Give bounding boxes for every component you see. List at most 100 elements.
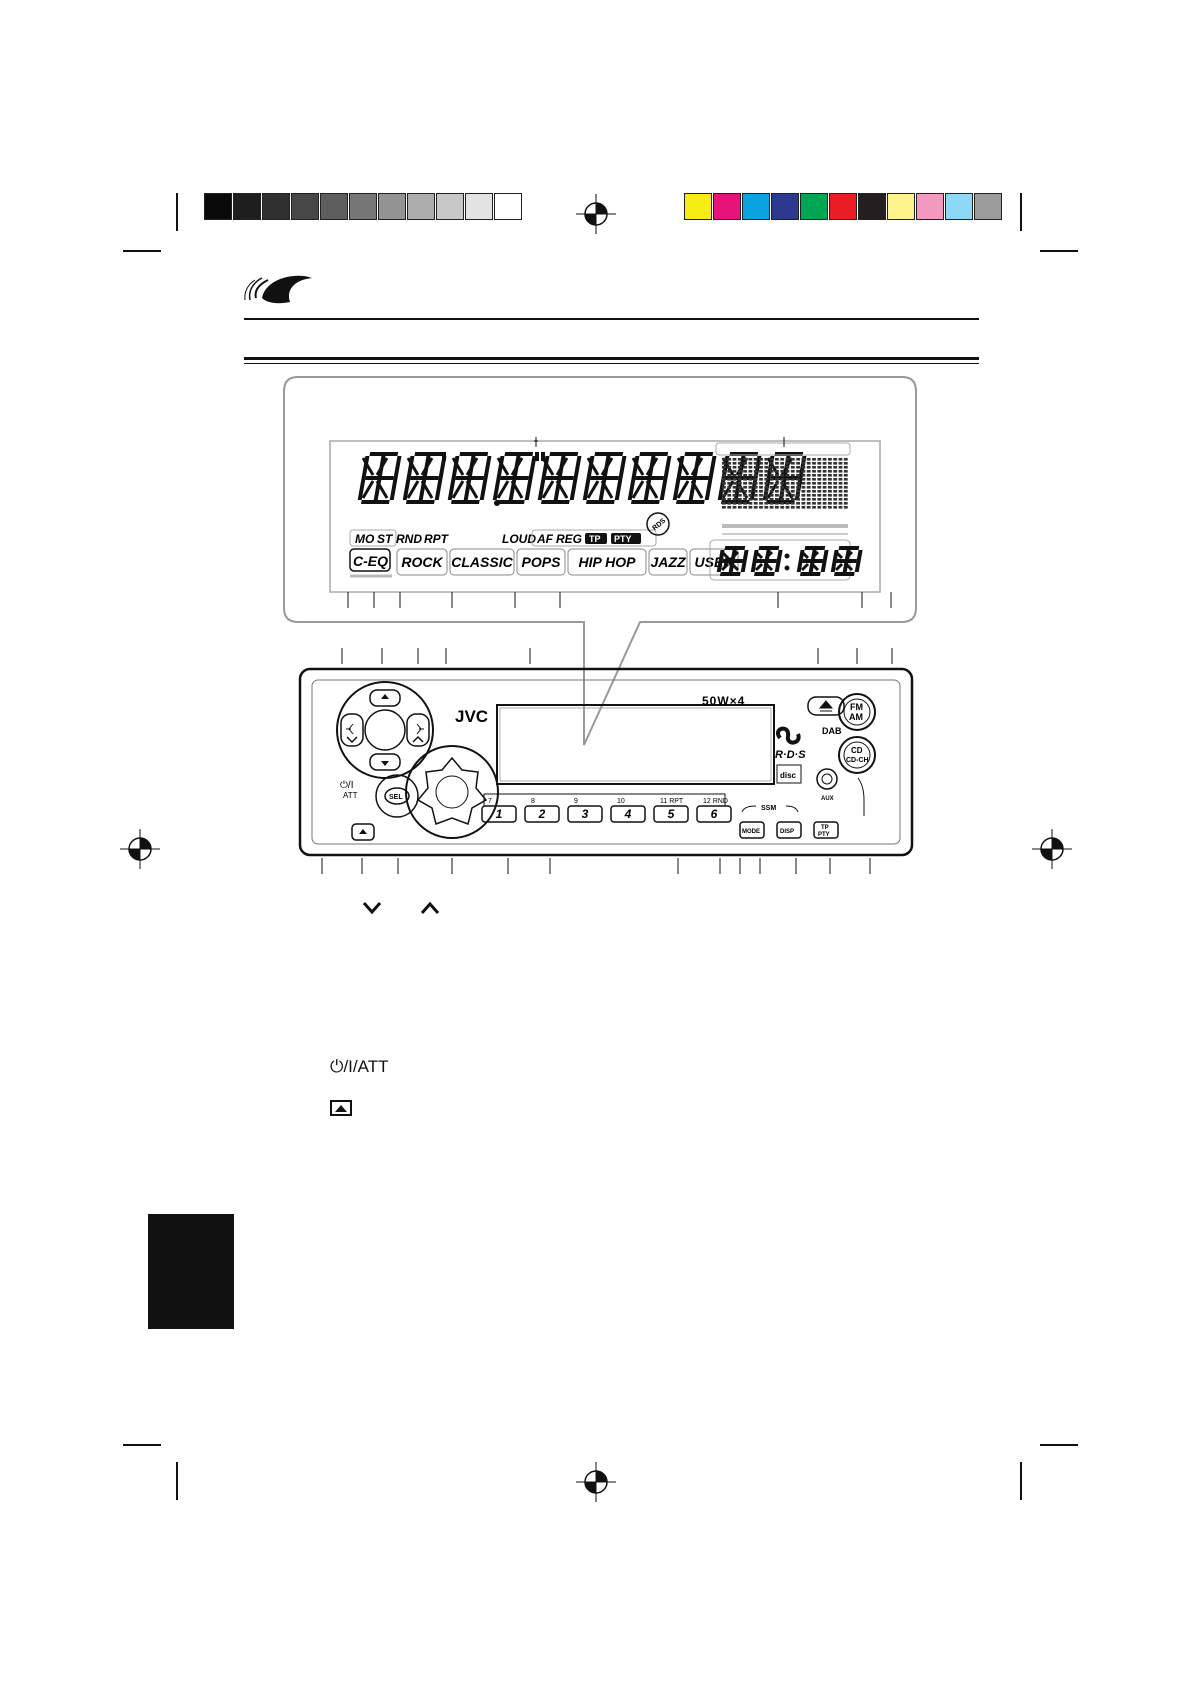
matrix-dot <box>748 462 753 465</box>
segment-char <box>627 452 672 504</box>
matrix-dot <box>759 462 763 465</box>
matrix-dot <box>806 470 811 473</box>
seek-forward-icon <box>416 723 424 735</box>
matrix-dot <box>838 462 843 465</box>
matrix-dot <box>822 478 827 481</box>
matrix-dot <box>727 502 732 505</box>
svg-text:PTY: PTY <box>818 832 830 838</box>
eq-mode-box <box>396 548 448 576</box>
registration-target-bottom <box>576 1462 616 1502</box>
volume-knob <box>416 756 488 825</box>
matrix-dot <box>732 498 737 501</box>
preset-button-6 <box>696 805 732 823</box>
preset-sublabel: 11 RPT <box>660 798 684 805</box>
matrix-dot <box>812 470 816 473</box>
matrix-dot <box>806 482 811 485</box>
matrix-dot <box>801 506 806 509</box>
level-meter-matrix <box>722 458 848 509</box>
grayscale-bar <box>204 193 523 220</box>
reg-indicator: REG <box>556 532 582 546</box>
matrix-dot <box>833 466 838 469</box>
matrix-dot <box>722 494 726 497</box>
tp-indicator: TP <box>589 534 601 544</box>
matrix-dot <box>753 470 758 473</box>
preset-number: 4 <box>624 807 632 821</box>
matrix-dot <box>812 486 816 489</box>
matrix-dot <box>753 462 758 465</box>
matrix-dot <box>722 474 726 477</box>
matrix-dot <box>764 490 769 493</box>
matrix-dot <box>764 498 769 501</box>
matrix-dot <box>780 458 785 461</box>
gray-swatch <box>407 193 435 220</box>
matrix-dot <box>822 462 827 465</box>
svg-text:CD: CD <box>851 746 863 755</box>
matrix-dot <box>843 478 848 481</box>
matrix-dot <box>748 482 753 485</box>
matrix-dot <box>759 494 763 497</box>
matrix-dot <box>743 486 747 489</box>
matrix-dot <box>727 478 732 481</box>
section-logo <box>244 275 312 304</box>
matrix-dot <box>780 462 785 465</box>
matrix-dot <box>822 458 827 461</box>
gray-swatch <box>436 193 464 220</box>
matrix-dot <box>843 482 848 485</box>
matrix-dot <box>833 490 838 493</box>
volume-knob-outer <box>405 745 499 839</box>
eq-mode-hip-hop: HIP HOP <box>578 554 636 570</box>
matrix-dot <box>748 498 753 501</box>
matrix-dot <box>753 486 758 489</box>
matrix-dot <box>753 458 758 461</box>
svg-text:MODE: MODE <box>742 829 760 835</box>
svg-text:RDS: RDS <box>651 517 667 532</box>
matrix-dot <box>790 498 795 501</box>
matrix-dot <box>722 470 726 473</box>
matrix-dot <box>785 482 790 485</box>
svg-text:AM: AM <box>849 712 863 722</box>
preset-number: 3 <box>582 807 589 821</box>
matrix-dot <box>785 466 790 469</box>
matrix-dot <box>743 482 747 485</box>
matrix-dot <box>743 478 747 481</box>
matrix-dot <box>727 466 732 469</box>
matrix-dot <box>828 498 832 501</box>
matrix-dot <box>753 502 758 505</box>
matrix-dot <box>806 502 811 505</box>
matrix-dot <box>737 462 742 465</box>
matrix-dot <box>812 502 816 505</box>
gray-swatch <box>291 193 319 220</box>
segment-char <box>402 452 447 504</box>
gray-swatch <box>349 193 377 220</box>
matrix-dot <box>822 494 827 497</box>
matrix-dot <box>769 498 774 501</box>
matrix-dot <box>722 478 726 481</box>
gray-swatch <box>494 193 522 220</box>
matrix-dot <box>806 494 811 497</box>
matrix-dot <box>843 502 848 505</box>
matrix-dot <box>737 482 742 485</box>
matrix-dot <box>801 498 806 501</box>
dab-label: DAB <box>822 726 842 736</box>
matrix-dot <box>790 458 795 461</box>
matrix-dot <box>722 482 726 485</box>
preset-button-2 <box>524 805 560 823</box>
matrix-dot <box>737 502 742 505</box>
preset-button-3 <box>567 805 603 823</box>
matrix-dot <box>722 466 726 469</box>
matrix-dot <box>775 458 779 461</box>
matrix-dot <box>780 502 785 505</box>
matrix-dot <box>737 498 742 501</box>
matrix-dot <box>796 474 800 477</box>
matrix-dot <box>801 494 806 497</box>
matrix-dot <box>806 474 811 477</box>
matrix-dot <box>838 478 843 481</box>
matrix-dot <box>812 490 816 493</box>
matrix-dot <box>843 474 848 477</box>
eq-mode-jazz: JAZZ <box>651 554 686 570</box>
matrix-dot <box>732 462 737 465</box>
segment-char <box>672 452 717 504</box>
matrix-dot <box>822 486 827 489</box>
matrix-dot <box>801 470 806 473</box>
